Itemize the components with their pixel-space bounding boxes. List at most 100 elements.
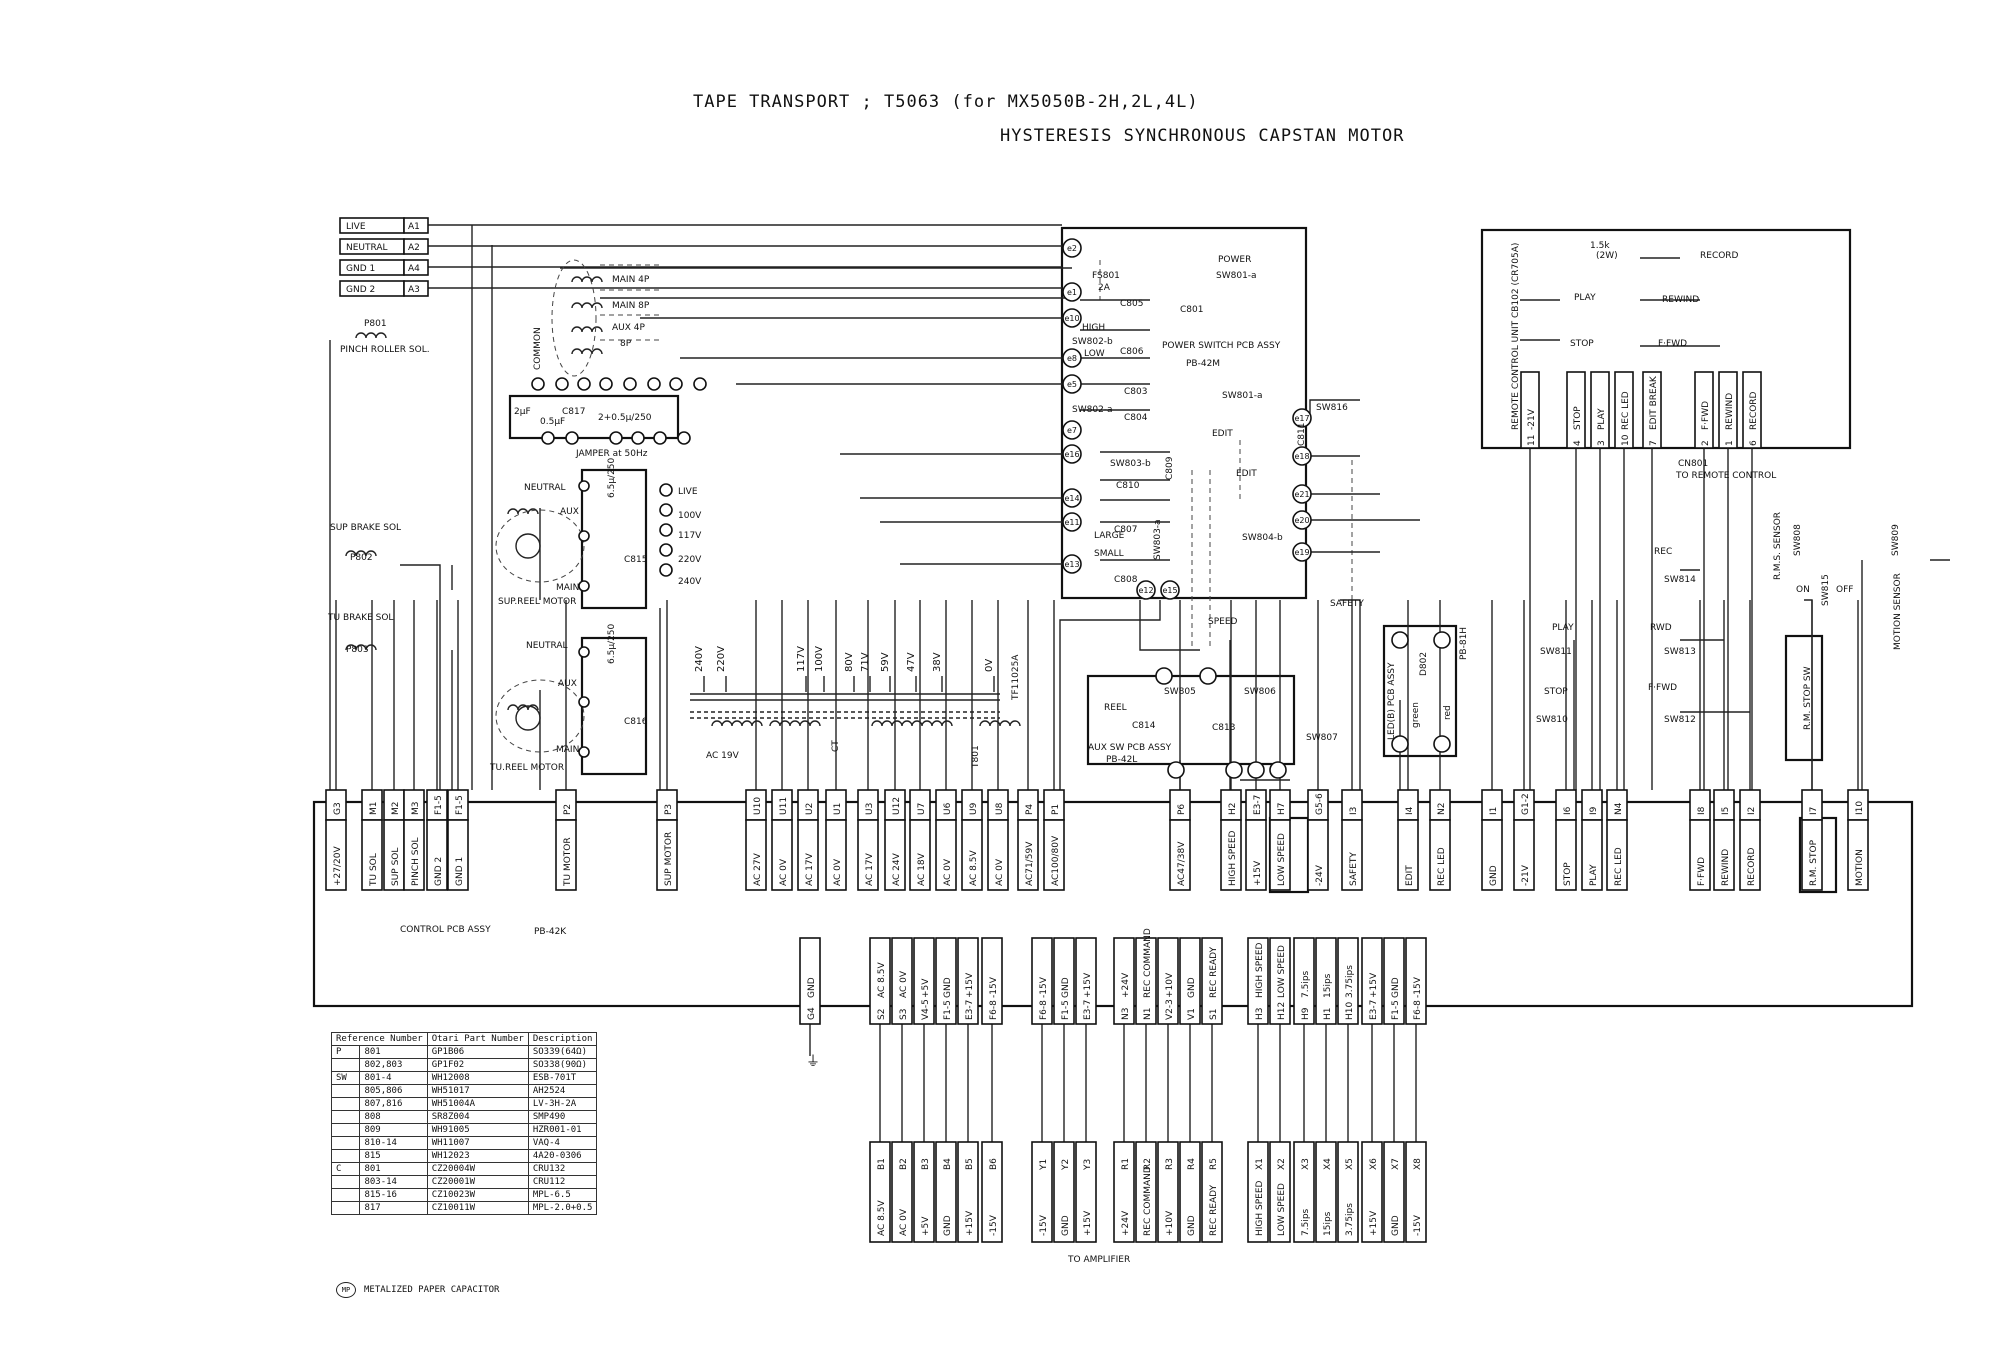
transformer-tap-label: 80V bbox=[844, 652, 855, 672]
label-off: OFF bbox=[1836, 585, 1853, 595]
label-c808: C808 bbox=[1114, 575, 1138, 585]
control-label-box bbox=[403, 819, 425, 891]
amp-upper-pin-id: N1 bbox=[1143, 1008, 1153, 1020]
label-cap2: 2μF bbox=[514, 407, 531, 417]
motor-terminal bbox=[599, 377, 613, 391]
label-sw801a-top: SW801-a bbox=[1216, 271, 1257, 281]
label-c809: C809 bbox=[1165, 456, 1175, 480]
control-pin-label: REWIND bbox=[1721, 849, 1731, 886]
control-label-box bbox=[1341, 819, 1363, 891]
sup-motor-caps-block bbox=[580, 468, 648, 610]
amp-lower-pin-id: Y1 bbox=[1039, 1159, 1049, 1171]
label-cap65: 6.5μ/250 bbox=[607, 623, 617, 664]
amp-lower-box bbox=[1201, 1141, 1223, 1243]
table-cell-ref: 808 bbox=[359, 1110, 428, 1124]
pcb-terminal bbox=[1292, 408, 1312, 428]
control-label-box bbox=[1513, 819, 1535, 891]
control-pin-label: AC 17V bbox=[865, 852, 875, 886]
remote-pin-label: REC LED bbox=[1621, 391, 1631, 430]
label-sw803b: SW803-b bbox=[1110, 459, 1151, 469]
connector-terminal bbox=[1269, 761, 1287, 779]
amp-lower-pin-id: Y2 bbox=[1061, 1159, 1071, 1171]
main-coil bbox=[571, 302, 603, 309]
label-safety: SAFETY bbox=[1330, 599, 1364, 609]
control-label-box bbox=[1739, 819, 1761, 891]
control-label-box bbox=[1245, 819, 1267, 891]
control-pin-label: SUP SOL bbox=[391, 848, 401, 886]
amp-lower-pin-id: X6 bbox=[1369, 1158, 1379, 1170]
amp-lower-box bbox=[1293, 1141, 1315, 1243]
motor-cap-terminal bbox=[578, 746, 590, 758]
amp-lower-box bbox=[957, 1141, 979, 1243]
control-pin-id: P1 bbox=[1051, 804, 1061, 815]
label-low: LOW bbox=[1084, 349, 1105, 359]
table-cell-desc: ESB-701T bbox=[527, 1071, 598, 1085]
amp-lower-box bbox=[1315, 1141, 1337, 1243]
sup-motor-symbol bbox=[515, 533, 541, 559]
label-to-amp: TO AMPLIFIER bbox=[1067, 1255, 1130, 1265]
control-pin-id: F1-5 bbox=[434, 795, 444, 815]
amp-upper-box bbox=[1179, 937, 1201, 1025]
remote-pin-id: 7 bbox=[1649, 440, 1659, 446]
label-d802: D802 bbox=[1419, 652, 1429, 676]
amp-upper-box bbox=[1383, 937, 1405, 1025]
amp-lower-pin-id: B4 bbox=[943, 1158, 953, 1170]
amp-lower-pin-label: REC READY bbox=[1209, 1184, 1219, 1236]
control-pin-label: +15V bbox=[1253, 860, 1263, 886]
amp-upper-pin-id: F6-8 bbox=[1039, 1000, 1049, 1020]
label-sw802a: SW802-a bbox=[1072, 405, 1113, 415]
amp-lower-pin-id: X4 bbox=[1323, 1158, 1333, 1170]
control-pin-id: U1 bbox=[833, 803, 843, 815]
pcb-terminal bbox=[1292, 510, 1312, 530]
label-cap65: 6.5μ/250 bbox=[607, 457, 617, 498]
control-pin-id: U7 bbox=[917, 803, 927, 815]
label-res-w: (2W) bbox=[1596, 251, 1618, 261]
mains-label: GND 2 bbox=[346, 285, 375, 295]
label-reel: REEL bbox=[1104, 703, 1127, 713]
label-sw814: SW814 bbox=[1664, 575, 1696, 585]
table-cell-part: WH12008 bbox=[426, 1071, 529, 1085]
label-stop: STOP bbox=[1544, 687, 1568, 697]
table-header-part: Otari Part Number bbox=[426, 1032, 529, 1046]
control-pcb-block bbox=[312, 800, 1914, 1008]
control-pin-id: F1-5 bbox=[455, 795, 465, 815]
motor-terminal bbox=[555, 377, 569, 391]
pcb-terminal bbox=[1062, 488, 1082, 508]
amp-upper-box bbox=[1135, 937, 1157, 1025]
control-pin-id: H2 bbox=[1228, 803, 1238, 816]
jumper-terminal bbox=[631, 431, 645, 445]
label-c816: C816 bbox=[624, 717, 648, 727]
table-header-reference: Reference Number bbox=[331, 1032, 428, 1046]
amp-upper-pin-id: H9 bbox=[1301, 1007, 1311, 1020]
table-cell-desc: MPL-2.0+0.5 bbox=[527, 1201, 598, 1215]
pcb-terminal bbox=[1062, 420, 1082, 440]
sup-motor-coil bbox=[507, 508, 539, 515]
amp-lower-pin-label: GND bbox=[1187, 1215, 1197, 1236]
label-cap05: 0.5μF bbox=[540, 417, 565, 427]
label-t801: T801 bbox=[971, 745, 981, 769]
label-sw811: SW811 bbox=[1540, 647, 1572, 657]
connector-terminal bbox=[1199, 667, 1217, 685]
control-pin-label: REC LED bbox=[1614, 847, 1624, 886]
mains-pin-box bbox=[403, 238, 429, 255]
table-cell-desc: HZR001-01 bbox=[527, 1123, 598, 1137]
control-pin-id: G5-6 bbox=[1315, 793, 1325, 815]
control-pin-label: SAFETY bbox=[1349, 852, 1359, 886]
pcb-terminal-id: e19 bbox=[1294, 548, 1309, 557]
control-pin-label: REC LED bbox=[1437, 847, 1447, 886]
motor-terminal bbox=[531, 377, 545, 391]
voltage-terminal bbox=[659, 523, 673, 537]
amp-upper-pin-label: AC 8.5V bbox=[877, 962, 887, 998]
amp-lower-pin-label: +10V bbox=[1165, 1210, 1175, 1236]
label-rwd: RWD bbox=[1650, 623, 1672, 633]
transformer-tap-label: 71V bbox=[860, 652, 871, 672]
label-main8p: MAIN 8P bbox=[612, 301, 650, 311]
amp-lower-pin-id: X3 bbox=[1301, 1158, 1311, 1170]
control-pin-label: AC 24V bbox=[892, 852, 902, 886]
pcb-terminal bbox=[1062, 282, 1082, 302]
label-aux-pcb: AUX SW PCB ASSY bbox=[1088, 743, 1172, 753]
amp-lower-pin-label: +15V bbox=[1083, 1210, 1093, 1236]
